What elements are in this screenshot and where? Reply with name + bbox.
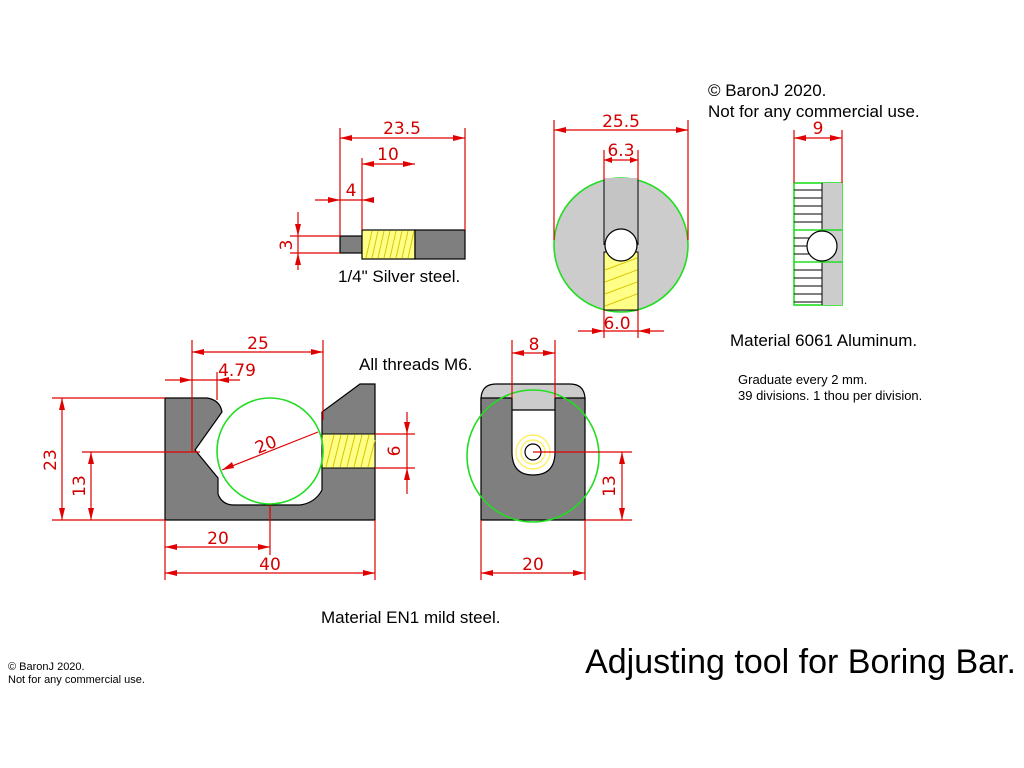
dim-pin-thread: 10 bbox=[377, 145, 399, 165]
dim-side-center: 13 bbox=[600, 475, 620, 497]
drum-view: 9 Material 6061 Aluminum. Graduate every… bbox=[730, 119, 922, 403]
dim-disc-hole-top: 6.3 bbox=[607, 141, 634, 161]
dim-disc-hole-bottom: 6.0 bbox=[603, 314, 630, 334]
dim-block-center: 13 bbox=[70, 475, 90, 497]
disc-view: 25.5 6.3 6.0 bbox=[553, 112, 689, 338]
dim-pin-length: 23.5 bbox=[383, 119, 421, 139]
dim-side-width: 20 bbox=[522, 555, 544, 575]
note-graduate-line1: Graduate every 2 mm. bbox=[738, 372, 867, 387]
dim-disc-dia: 25.5 bbox=[602, 112, 640, 132]
note-aluminum: Material 6061 Aluminum. bbox=[730, 331, 917, 350]
block-side-bore-circle bbox=[466, 389, 600, 523]
dim-block-half: 20 bbox=[207, 529, 229, 549]
dim-pin-tip: 4 bbox=[346, 181, 357, 201]
pin-thread-hatch bbox=[365, 230, 415, 259]
block-front-view: 25 4.79 20 6 23 13 20 40 All threads M6. bbox=[41, 334, 472, 580]
dim-block-vee: 4.79 bbox=[218, 361, 256, 381]
drawing-title: Adjusting tool for Boring Bar. bbox=[585, 643, 1016, 681]
copyright-top-line1: © BaronJ 2020. bbox=[708, 81, 826, 100]
pin-body bbox=[414, 229, 466, 260]
disc-center-hole bbox=[604, 228, 638, 262]
dim-side-slot: 8 bbox=[529, 335, 540, 355]
note-silver-steel: 1/4" Silver steel. bbox=[338, 267, 460, 286]
dim-block-circle: 20 bbox=[252, 432, 280, 459]
block-side-view: 8 13 20 bbox=[466, 335, 632, 580]
dim-block-thread: 6 bbox=[385, 446, 405, 457]
dim-block-length: 40 bbox=[259, 555, 281, 575]
copyright-top-line2: Not for any commercial use. bbox=[708, 102, 920, 121]
note-graduate-line2: 39 divisions. 1 thou per division. bbox=[738, 388, 922, 403]
copyright-bottom-line2: Not for any commercial use. bbox=[8, 674, 145, 686]
dim-pin-tip-dia: 3 bbox=[277, 240, 297, 251]
note-mild-steel: Material EN1 mild steel. bbox=[321, 608, 501, 627]
note-threads: All threads M6. bbox=[359, 355, 472, 374]
dim-block-height: 23 bbox=[41, 449, 61, 471]
block-bore-circle bbox=[216, 397, 324, 505]
block-side-body bbox=[480, 397, 586, 521]
dim-block-top: 25 bbox=[247, 334, 269, 354]
pin-tip bbox=[339, 235, 363, 254]
copyright-bottom-line1: © BaronJ 2020. bbox=[8, 661, 85, 673]
dim-drum-width: 9 bbox=[813, 119, 824, 139]
drum-hole bbox=[806, 230, 838, 262]
pin-view: 23.5 10 4 3 1/4" Silver steel. bbox=[277, 119, 466, 286]
